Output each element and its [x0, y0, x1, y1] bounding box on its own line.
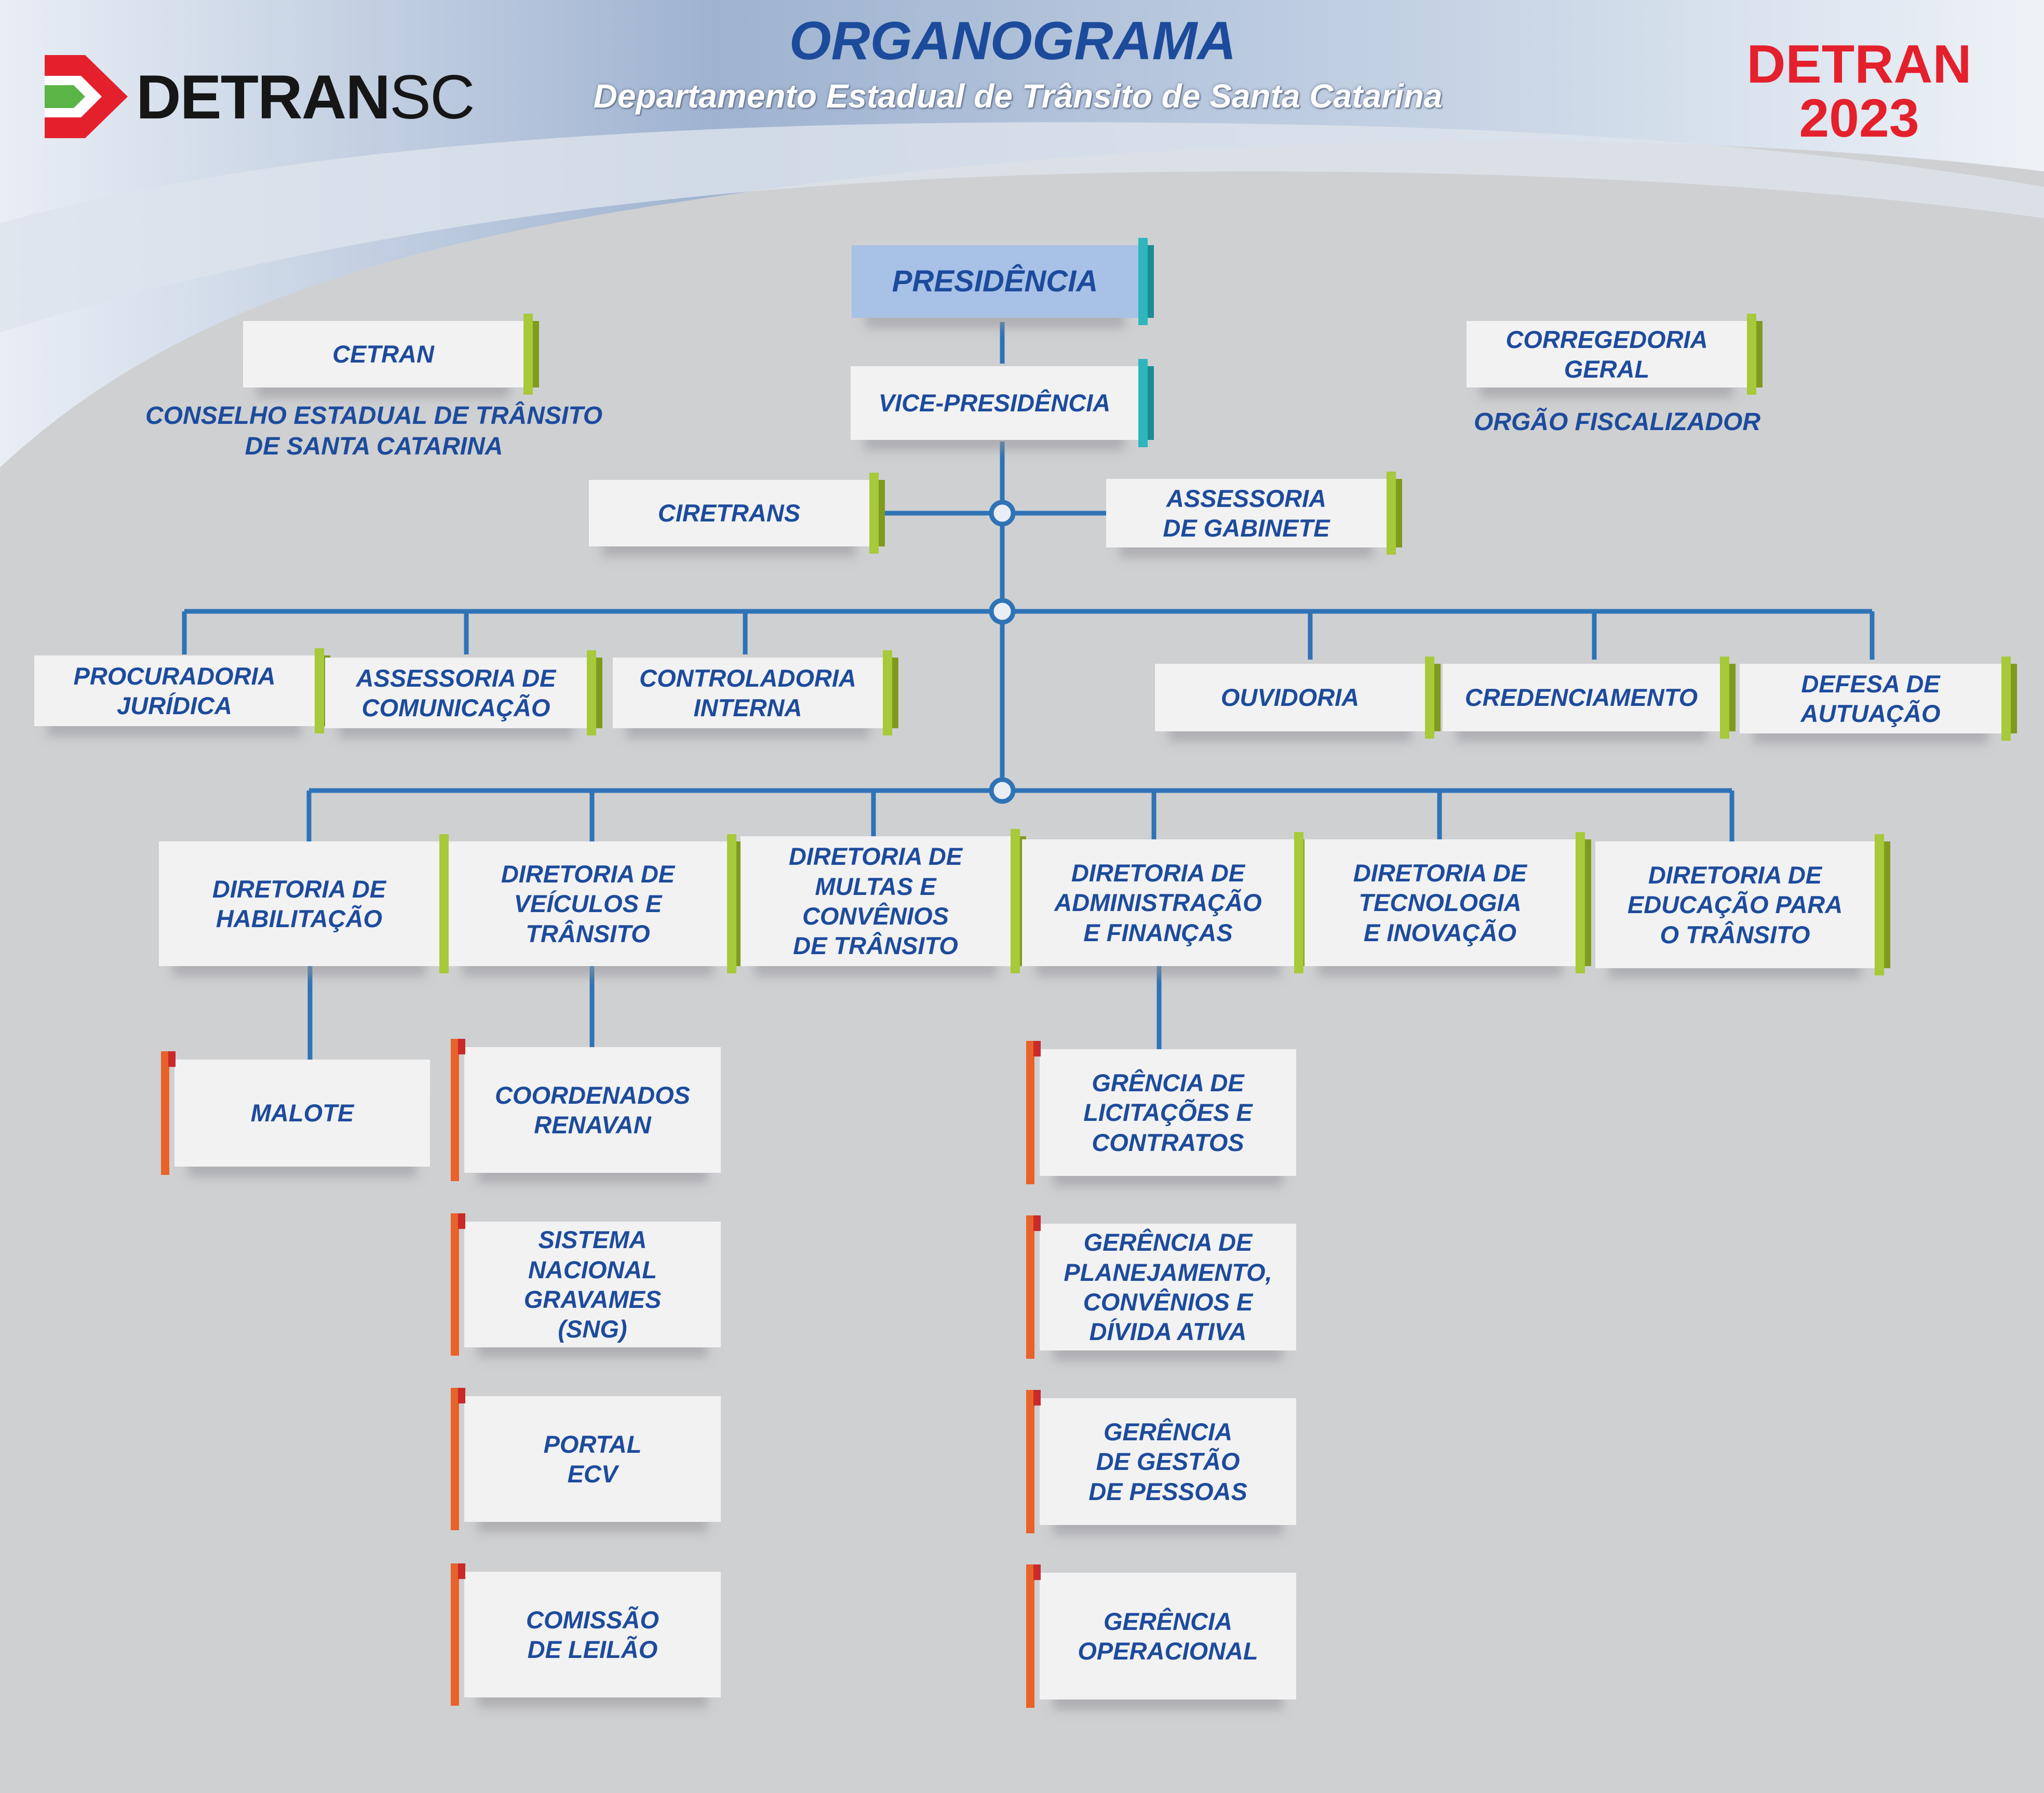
diretoria-habilitacao-box[interactable]: DIRETORIA DE HABILITAÇÃO [159, 834, 455, 973]
corregedoria-box[interactable]: CORREGEDORIA GERAL [1467, 314, 1763, 395]
detran-logo-text: DETRANSC [136, 62, 475, 132]
ciretrans-box[interactable]: CIRETRANS [589, 473, 885, 554]
unit-portal-ecv-box[interactable]: PORTAL ECV [451, 1388, 721, 1530]
page-subtitle: Departamento Estadual de Trânsito de San… [593, 77, 1443, 115]
unit-licitacoes-box[interactable]: GRÊNCIA DE LICITAÇÕES E CONTRATOS [1026, 1041, 1296, 1184]
cetran-box[interactable]: CETRAN [243, 314, 539, 395]
unit-coordenados-renavan-box[interactable]: COORDENADOS RENAVAN [451, 1039, 721, 1181]
cetran-description: CONSELHO ESTADUAL DE TRÂNSITO DE SANTA C… [145, 402, 603, 460]
unit-malote-box[interactable]: MALOTE [161, 1051, 430, 1175]
unit-gestao-pessoas-box[interactable]: GERÊNCIA DE GESTÃO DE PESSOAS [1026, 1390, 1296, 1533]
diretoria-multas-box[interactable]: DIRETORIA DE MULTAS E CONVÊNIOS DE TRÂNS… [741, 829, 1026, 973]
page-title: ORGANOGRAMA [789, 11, 1236, 71]
unit-comissao-leilao-box[interactable]: COMISSÃO DE LEILÃO [451, 1563, 721, 1706]
diretoria-veiculos-box[interactable]: DIRETORIA DE VEÍCULOS E TRÂNSITO [449, 834, 743, 973]
diretoria-tecnologia-box[interactable]: DIRETORIA DE TECNOLOGIA E INOVAÇÃO [1305, 832, 1591, 973]
diretoria-educacao-box[interactable]: DIRETORIA DE EDUCAÇÃO PARA O TRÂNSITO [1595, 834, 1890, 975]
vice-presidencia-box[interactable]: VICE-PRESIDÊNCIA [851, 359, 1154, 447]
unit-operacional-box[interactable]: GERÊNCIA OPERACIONAL [1026, 1564, 1296, 1708]
presidencia-box[interactable]: PRESIDÊNCIA [852, 238, 1154, 325]
unit-sng-box[interactable]: SISTEMA NACIONAL GRAVAMES (SNG) [451, 1213, 721, 1356]
staff-defesa-autuacao-box[interactable]: DEFESA DE AUTUAÇÃO [1740, 657, 2017, 741]
detran-logo-mark [45, 55, 128, 138]
staff-credenciamento-box[interactable]: CREDENCIAMENTO [1443, 657, 1736, 739]
unit-planejamento-box[interactable]: GERÊNCIA DE PLANEJAMENTO, CONVÊNIOS E DÍ… [1026, 1215, 1296, 1359]
staff-assessoria-comunicacao-box[interactable]: ASSESSORIA DE COMUNICAÇÃO [325, 650, 602, 735]
staff-ouvidoria-box[interactable]: OUVIDORIA [1155, 657, 1441, 739]
staff-procuradoria-box[interactable]: PROCURADORIA JURÍDICA [34, 648, 330, 733]
assessoria-gabinete-box[interactable]: ASSESSORIA DE GABINETE [1106, 472, 1402, 555]
year-badge: DETRAN 2023 [1746, 34, 1972, 149]
corregedoria-description: ORGÃO FISCALIZADOR [1474, 408, 1760, 436]
staff-controladoria-box[interactable]: CONTROLADORIA INTERNA [613, 650, 898, 735]
diretoria-financas-box[interactable]: DIRETORIA DE ADMINISTRAÇÃO E FINANÇAS [1022, 832, 1310, 973]
